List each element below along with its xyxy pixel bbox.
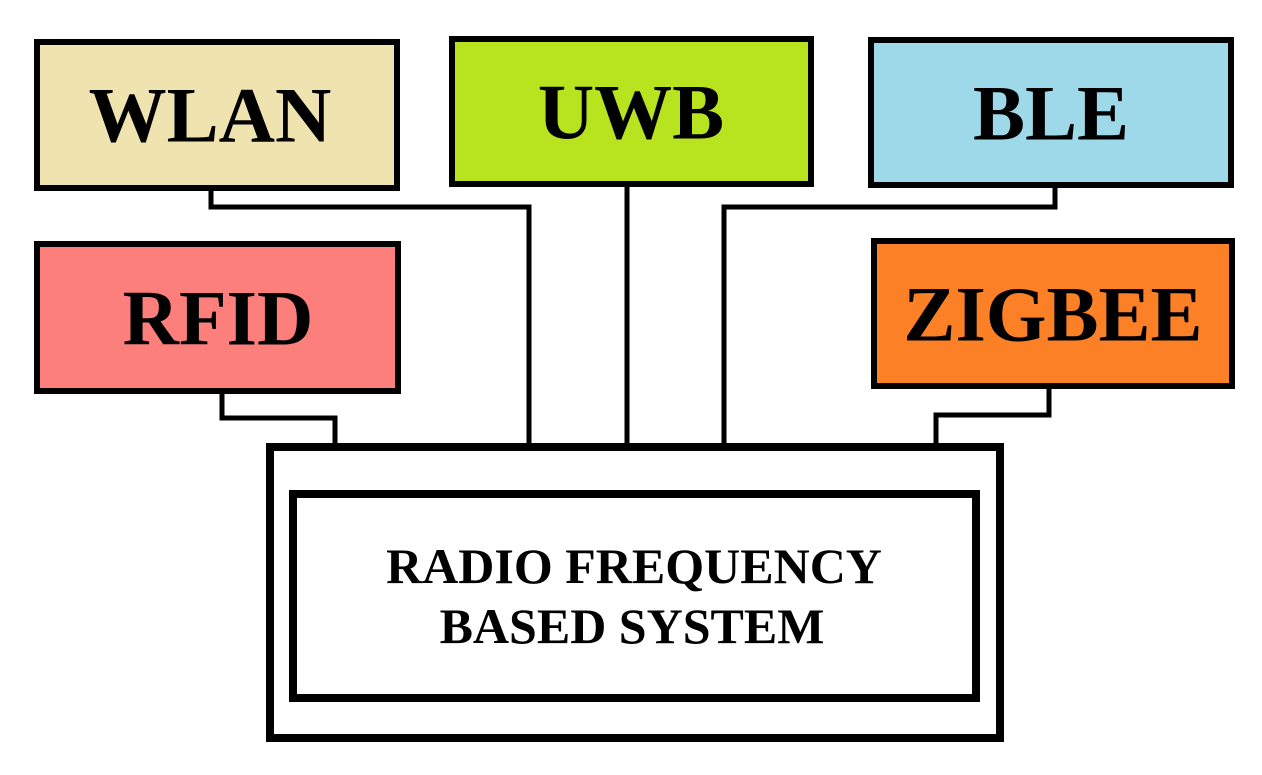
core-label-line2: BASED SYSTEM <box>440 598 825 654</box>
ble-box <box>868 37 1234 188</box>
rfid-node: RFID <box>34 241 401 394</box>
wlan-label: WLAN <box>89 72 332 159</box>
rfid-label: RFID <box>123 275 314 362</box>
rfid-box <box>34 241 401 394</box>
ble-node: BLE <box>868 37 1234 188</box>
ble-label: BLE <box>973 70 1129 157</box>
zigbee-node: ZIGBEE <box>871 238 1235 389</box>
zigbee-box <box>871 238 1235 389</box>
connector-wlan <box>208 189 532 446</box>
wlan-node: WLAN <box>34 39 400 191</box>
uwb-node: UWB <box>449 36 814 187</box>
connector-ble <box>721 186 1058 446</box>
connector-rfid <box>219 392 338 446</box>
zigbee-label: ZIGBEE <box>903 271 1202 358</box>
uwb-label: UWB <box>538 69 724 156</box>
core-inner-box <box>289 490 980 702</box>
connectors <box>208 185 1058 446</box>
connector-zigbee <box>933 389 1052 446</box>
wlan-box <box>34 39 400 191</box>
core-system-node: RADIO FREQUENCY BASED SYSTEM <box>266 443 1004 742</box>
uwb-box <box>449 36 814 187</box>
core-label-line1: RADIO FREQUENCY <box>386 538 882 594</box>
